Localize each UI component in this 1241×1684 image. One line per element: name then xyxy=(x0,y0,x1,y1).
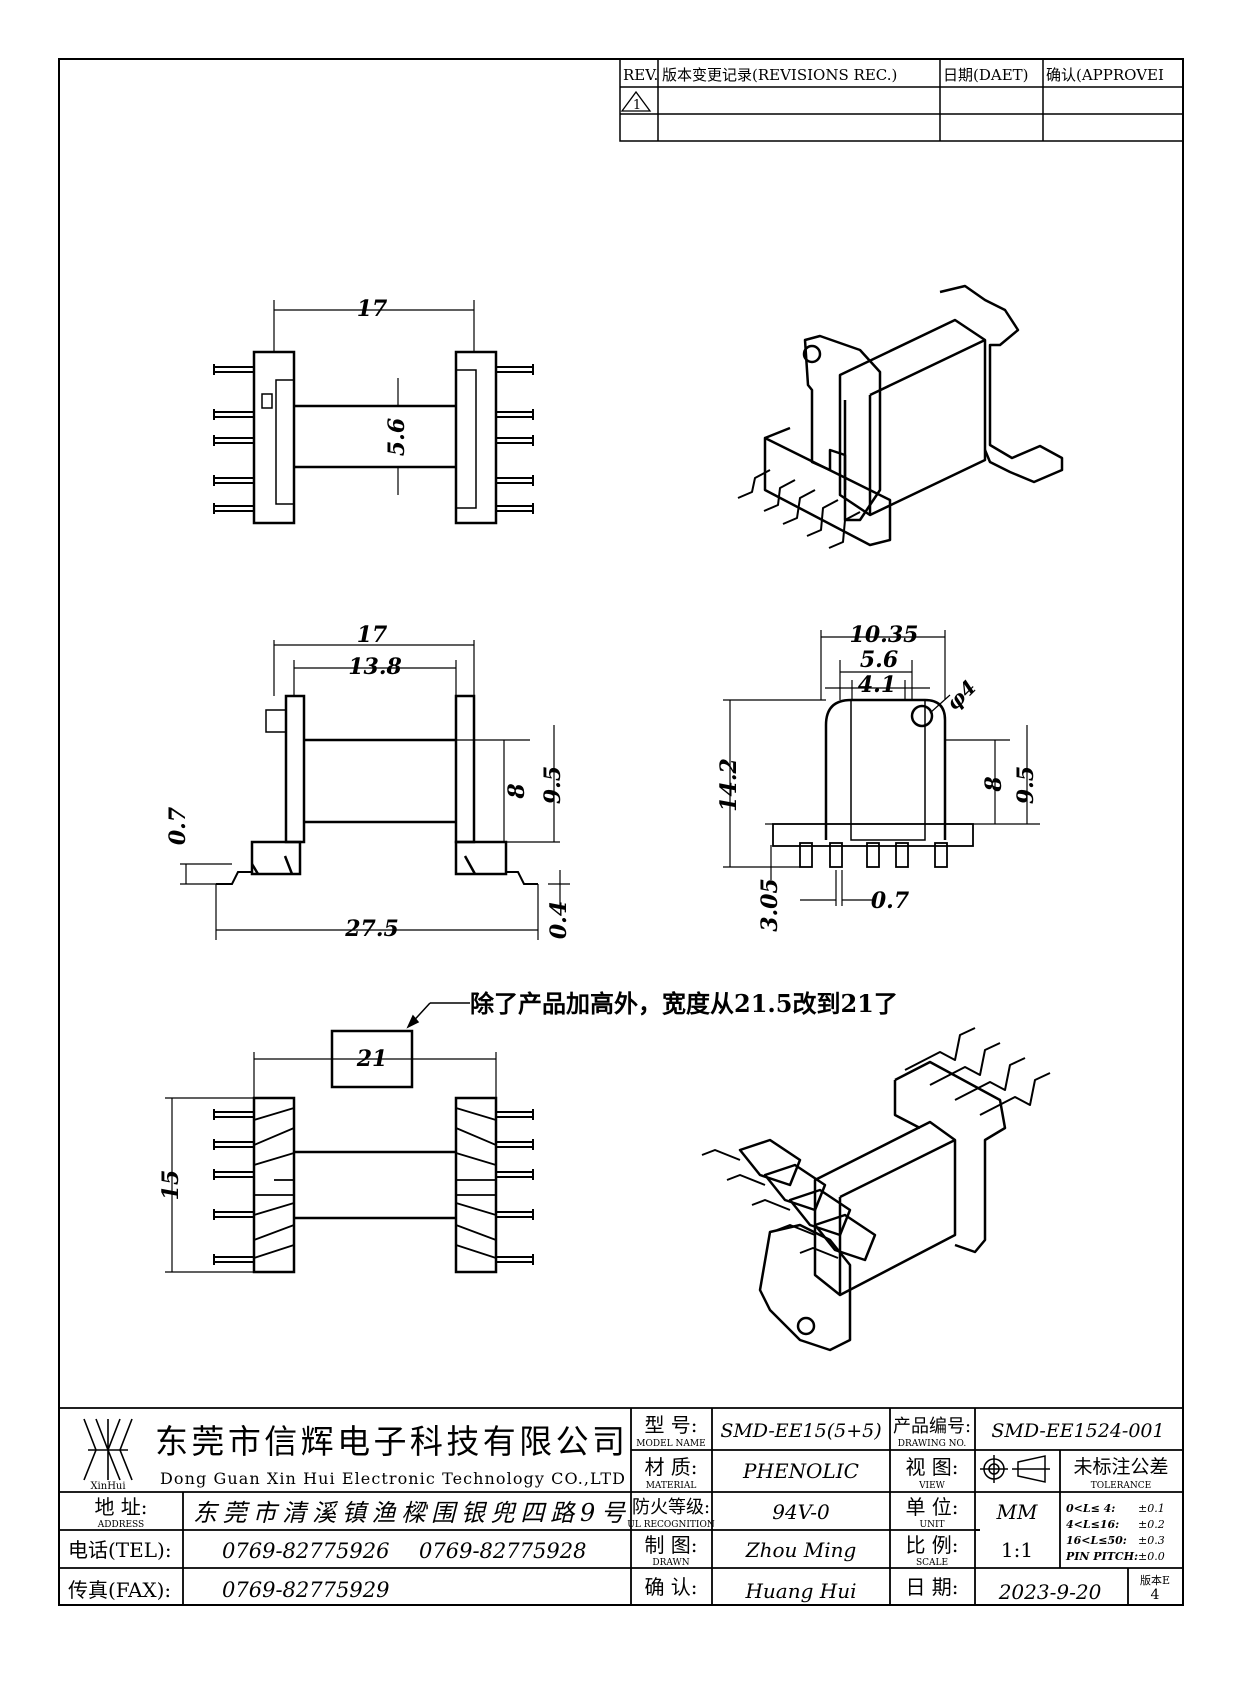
model-value: SMD-EE15(5+5) xyxy=(720,1420,881,1442)
dim-front-h: 14.2 xyxy=(716,758,742,812)
ul-label: 防火等级: xyxy=(632,1497,710,1518)
tel-1: 0769-82775926 xyxy=(222,1539,389,1563)
drawn-value: Zhou Ming xyxy=(745,1538,857,1562)
projection-symbol-icon xyxy=(980,1455,1050,1483)
tel-2: 0769-82775928 xyxy=(419,1539,586,1563)
dim-top-width: 17 xyxy=(357,296,388,322)
title-block xyxy=(59,1407,1183,1605)
fax-label: 传真(FAX): xyxy=(68,1578,171,1602)
address-label-en: ADDRESS xyxy=(97,1520,144,1530)
drawn-label: 制 图: xyxy=(644,1533,697,1557)
model-label-en: MODEL NAME xyxy=(636,1439,705,1449)
dim-side-foot: 0.4 xyxy=(546,901,572,939)
dim-side-offset: 0.7 xyxy=(165,806,191,845)
revision-table xyxy=(619,58,1184,142)
sheet-border xyxy=(58,58,1184,1606)
view-label-en: VIEW xyxy=(918,1481,946,1491)
dim-side-h1: 8 xyxy=(504,783,530,799)
drawing-no-label-en: DRAWING NO. xyxy=(898,1439,967,1449)
material-label: 材 质: xyxy=(644,1455,697,1479)
tolerance-title: 未标注公差 xyxy=(1073,1456,1168,1478)
unit-label-en: UNIT xyxy=(919,1520,944,1530)
tol-range-1: 0<L≤ 4: xyxy=(1066,1502,1115,1515)
dim-side-h2: 9.5 xyxy=(540,766,566,804)
tol-value-2: ±0.2 xyxy=(1138,1518,1165,1531)
front-view xyxy=(723,630,1040,906)
tol-range-2: 4<L≤16: xyxy=(1066,1518,1119,1531)
company-name-cn: 东莞市信辉电子科技有限公司 xyxy=(155,1422,625,1461)
material-label-en: MATERIAL xyxy=(646,1481,697,1491)
scale-label: 比 例: xyxy=(905,1533,958,1557)
tol-value-3: ±0.3 xyxy=(1138,1534,1165,1547)
version-value: 4 xyxy=(1151,1587,1160,1603)
tolerance-title-en: TOLERANCE xyxy=(1091,1481,1152,1491)
scale-value: 1:1 xyxy=(1001,1538,1033,1562)
revision-triangle-icon: 1 xyxy=(620,90,652,113)
drawing-no-label: 产品编号: xyxy=(893,1416,971,1437)
revisions-header: 版本变更记录(REVISIONS REC.) xyxy=(662,66,897,84)
tol-value-4: ±0.0 xyxy=(1138,1550,1165,1563)
dim-front-pin-w: 0.7 xyxy=(871,888,910,914)
ul-label-en: UL RECOGNITION xyxy=(627,1520,715,1530)
approve-header: 确认(APPROVEI xyxy=(1046,66,1164,84)
date-value: 2023-9-20 xyxy=(998,1580,1102,1604)
bottom-view xyxy=(165,1029,534,1274)
unit-value: MM xyxy=(996,1500,1038,1524)
isometric-view-bottom xyxy=(701,1027,1051,1352)
company-logo xyxy=(83,1418,133,1481)
top-view xyxy=(213,300,534,525)
note-leader xyxy=(406,1002,470,1029)
drawing-no-value: SMD-EE1524-001 xyxy=(991,1420,1164,1442)
model-label: 型 号: xyxy=(644,1413,697,1437)
isometric-view-top xyxy=(737,284,1064,549)
dim-bottom-width: 21 xyxy=(356,1046,388,1072)
address-value: 东莞市清溪镇渔樑围银兜四路9号 xyxy=(193,1499,627,1527)
date-header: 日期(DAET) xyxy=(943,66,1029,84)
dim-side-width: 17 xyxy=(357,622,388,648)
company-name-en: Dong Guan Xin Hui Electronic Technology … xyxy=(160,1469,625,1488)
view-label: 视 图: xyxy=(905,1455,958,1479)
dim-front-hole: φ4 xyxy=(941,675,981,715)
dim-front-pin-h: 3.05 xyxy=(757,878,783,932)
dim-bottom-height: 15 xyxy=(158,1170,184,1201)
dim-side-base: 27.5 xyxy=(344,916,399,942)
address-label: 地 址: xyxy=(94,1495,147,1519)
dim-front-w3: 4.1 xyxy=(858,672,896,698)
svg-text:1: 1 xyxy=(633,98,641,113)
rev-header: REV. xyxy=(623,66,658,84)
scale-label-en: SCALE xyxy=(916,1558,948,1568)
dim-front-h1: 8 xyxy=(981,776,1007,792)
unit-label: 单 位: xyxy=(905,1495,958,1519)
tol-range-4: PIN PITCH: xyxy=(1065,1550,1138,1563)
fax-value: 0769-82775929 xyxy=(222,1578,389,1602)
material-value: PHENOLIC xyxy=(742,1459,859,1483)
dim-front-w1: 10.35 xyxy=(850,622,919,648)
dim-front-w2: 5.6 xyxy=(860,647,898,673)
drawn-label-en: DRAWN xyxy=(652,1558,689,1568)
date-label: 日 期: xyxy=(905,1575,958,1599)
tel-label: 电话(TEL): xyxy=(68,1538,172,1562)
ul-value: 94V-0 xyxy=(772,1500,830,1524)
tol-value-1: ±0.1 xyxy=(1138,1502,1165,1515)
dim-top-gap: 5.6 xyxy=(384,418,410,456)
tol-range-3: 16<L≤50: xyxy=(1066,1534,1127,1547)
check-label: 确 认: xyxy=(644,1575,697,1599)
revision-note: 除了产品加高外，宽度从21.5改到21了 xyxy=(470,989,898,1018)
dim-front-h2: 9.5 xyxy=(1013,766,1039,804)
version-label: 版本E xyxy=(1140,1573,1170,1587)
side-view xyxy=(180,640,570,940)
dim-side-inner: 13.8 xyxy=(348,654,402,680)
check-value: Huang Hui xyxy=(744,1579,856,1603)
logo-text: XinHui xyxy=(90,1481,125,1492)
